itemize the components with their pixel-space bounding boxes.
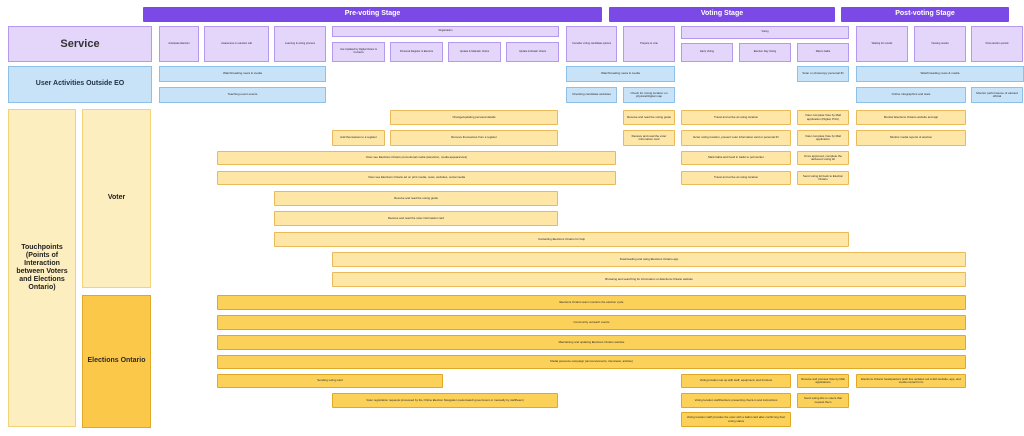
user-teaching: Teaching event events [159, 87, 326, 103]
voting-travel-2: Travel and arrive at voting location [681, 171, 791, 185]
service-anticipate: Anticipate Election [159, 26, 199, 62]
user-check-location: Check for voting location on physical/di… [623, 87, 675, 103]
eo-location-setup: Voting location set up with staff, equip… [681, 374, 791, 388]
service-post-period: Post election period [971, 26, 1023, 62]
service-eday-voting: Election Day Voting [739, 43, 791, 62]
service-waiting: Waiting for results [856, 26, 908, 62]
stage-pre-voting: Pre-voting Stage [143, 7, 602, 22]
stage-post-voting: Post-voting Stage [841, 7, 1009, 22]
post-monitor-media: Monitor media reports of election [856, 130, 966, 146]
user-checking: Checking candidate websites [566, 87, 617, 103]
row-elections-ontario: Elections Ontario [82, 295, 151, 428]
mail-complete-kit: Once approved, complete the delivered vo… [797, 151, 849, 165]
user-watch-pre: Watch/reading news & media [159, 66, 326, 82]
voting-travel-1: Travel and arrive at voting location [681, 110, 791, 125]
service-candidate: Consider voting candidate options [566, 26, 617, 62]
voting-receive-card: Receive and read the voter information c… [623, 130, 675, 146]
eo-maintain-website: Maintaining and updating Elections Ontar… [217, 335, 966, 350]
voter-read-card: Receive and read the voter information c… [274, 211, 558, 226]
voter-change-details: Change/updating personal details [390, 110, 558, 125]
row-user-activities: User Activities Outside EO [8, 66, 152, 103]
voter-contact-eo: Contacting Elections Ontario for help [274, 232, 849, 247]
service-reg-get-updated: Get Updated by Digital Voters & Contacts [332, 42, 385, 62]
eo-provide-ballot: Voting location staff provides the voter… [681, 412, 791, 427]
service-reg-update-retain: Update & Retain Voters [506, 42, 559, 62]
user-scan-id: Scan or photocopy personal ID [797, 66, 849, 82]
service-mail-ballot: Mail-in ballot [797, 43, 849, 62]
voter-app: Downloading and using Elections Ontario … [332, 252, 966, 267]
service-viewing: Viewing results [914, 26, 966, 62]
user-watch-mid: Watch/reading news & media [566, 66, 675, 82]
voter-website: Browsing and searching for information o… [332, 272, 966, 287]
voter-remove-register: Remove themselves from a register [390, 130, 558, 146]
user-watch-post: Watch/reading news & media [856, 66, 1024, 82]
eo-monitor-cycle: Elections Ontario team monitors the elec… [217, 295, 966, 310]
row-service: Service [8, 26, 152, 62]
voter-print-media: Voter see Elections Ontario ad on print … [217, 171, 616, 185]
service-reg-personal: Personal Register & Electors [390, 42, 443, 62]
user-monitor-official: Monitor performance of elected official [971, 87, 1023, 103]
service-prepare: Prepare to vote [623, 26, 675, 62]
voter-add-register: Add themselves to a register [332, 130, 385, 146]
voting-mark-ballot: Mark ballot and hand in ballot to poll w… [681, 151, 791, 165]
voting-receive-guide: Receive and read the voting guide [623, 110, 675, 125]
eo-registration-processing: Voter registration requests processed by… [332, 393, 558, 408]
mail-complete-digital: Voter complete Vote by Mail application … [797, 110, 849, 125]
post-monitor-site: Monitor Elections Ontario website and ap… [856, 110, 966, 125]
eo-process-mail-apps: Receive and process Vote by Mail applica… [797, 374, 849, 388]
row-touchpoints: Touchpoints (Points of Interaction betwe… [8, 109, 76, 427]
row-voter: Voter [82, 109, 151, 288]
service-registration: Registration [332, 26, 559, 37]
service-awareness: Awareness on election call [204, 26, 269, 62]
eo-media-presence: Media presence campaign (announcements, … [217, 355, 966, 369]
service-early-voting: Early Voting [681, 43, 733, 62]
mail-send-kit: Send voting kit back to Election Ontario [797, 171, 849, 185]
service-voting: Voting [681, 26, 849, 39]
eo-send-kits: Send voting kits to voters that request … [797, 393, 849, 408]
user-infographics: Online infographics and stats [856, 87, 966, 103]
voter-read-guide: Receive and read the voting guide [274, 191, 558, 206]
service-learning: Learning & voting process [274, 26, 326, 62]
mail-complete-app: Voter complete Vote by Mail application [797, 130, 849, 146]
stage-voting: Voting Stage [609, 7, 835, 22]
eo-sending-card: Sending voting card [217, 374, 443, 388]
eo-staff-checkin: Voting location staff/workers presenting… [681, 393, 791, 408]
voting-enter: Enter voting location, present voter inf… [681, 130, 791, 146]
eo-community-outreach: Community outreach events [217, 315, 966, 330]
voter-promo-media: Voter see Elections Ontario promotional … [217, 151, 616, 165]
service-reg-update-maintain: Update & Maintain Voters [448, 42, 501, 62]
eo-headquarters-updates: Elections Ontario headquarters push live… [856, 374, 966, 388]
